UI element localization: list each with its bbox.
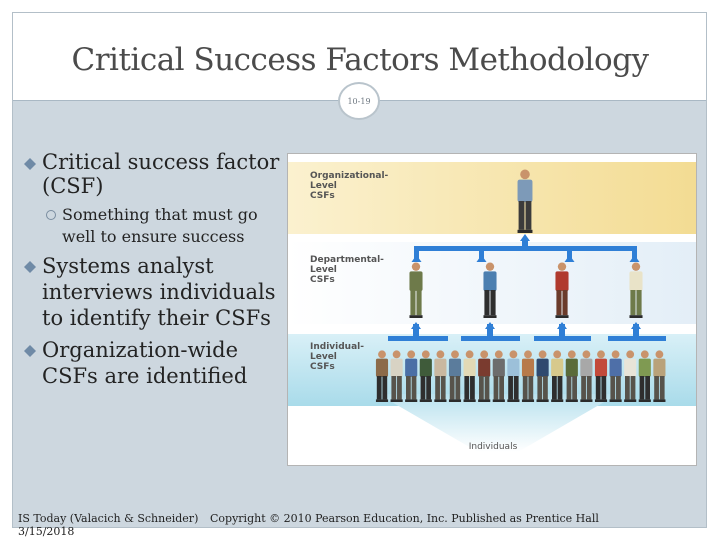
individual-person-7 (478, 350, 491, 402)
individual-person-9 (507, 350, 520, 402)
individual-person-17 (624, 350, 637, 402)
dept-level-person-2 (555, 262, 569, 318)
bullet-csf-line2: (CSF) (42, 174, 104, 198)
footer-source: IS Today (Valacich & Schneider) (18, 512, 199, 525)
bullet-analyst-line1: Systems analyst (42, 254, 214, 278)
footer-copyright: Copyright © 2010 Pearson Education, Inc.… (210, 512, 599, 525)
org-label-line3: CSFs (310, 191, 335, 201)
arrow-stem-dept-1 (487, 324, 493, 338)
arrow-head-up-2 (557, 322, 567, 329)
arrow-drop-top-0 (414, 246, 419, 260)
sub-bullet-line2: well to ensure success (62, 227, 245, 246)
arrow-head-dept-3 (629, 255, 640, 262)
individual-person-5 (448, 350, 462, 402)
individual-person-6 (463, 350, 476, 402)
individual-person-18 (638, 350, 651, 402)
arrow-head-up-0 (411, 322, 421, 329)
individual-person-1 (390, 350, 403, 402)
arrow-head-dept-2 (564, 255, 575, 262)
individual-person-10 (521, 350, 535, 402)
dept-level-person-3 (629, 262, 643, 318)
org-level-person (517, 169, 533, 233)
individuals-fan-shape (378, 394, 618, 452)
arrow-drop-top-2 (567, 246, 572, 260)
individual-person-8 (492, 350, 505, 402)
bullet-csf-line1: Critical success factor (42, 150, 280, 174)
dept-label-line1: Departmental- (310, 255, 384, 265)
individual-person-12 (551, 350, 564, 402)
bullet-diamond-icon (24, 261, 36, 273)
arrow-stem-dept-0 (413, 324, 419, 338)
arrow-head-up-1 (485, 322, 495, 329)
arrow-head-dept-1 (476, 255, 487, 262)
sub-bullet-circle-icon (46, 210, 56, 220)
ind-label-line3: CSFs (310, 362, 335, 372)
ind-label-line1: Individual- (310, 342, 364, 352)
individuals-label: Individuals (468, 442, 518, 452)
org-level-band (288, 162, 696, 234)
bullet-org-line2: CSFs are identified (42, 364, 248, 388)
bullet-analyst-line3: to identify their CSFs (42, 306, 271, 330)
arrow-head-dept-0 (411, 255, 422, 262)
individual-person-19 (653, 350, 666, 402)
bullet-analyst-line2: interviews individuals (42, 280, 276, 304)
individual-level-label: Individual- Level CSFs (310, 342, 364, 372)
arrow-head-top (520, 234, 530, 241)
individual-person-0 (375, 350, 389, 402)
arrow-head-up-3 (631, 322, 641, 329)
individual-person-15 (594, 350, 608, 402)
dept-label-line2: Level (310, 265, 337, 275)
arrow-stem-dept-2 (559, 324, 565, 338)
arrow-bar-top (414, 246, 636, 251)
csf-hierarchy-figure: Organizational- Level CSFs Departmental-… (287, 153, 697, 466)
arrow-drop-top-3 (632, 246, 637, 260)
arrow-bar-ind-3 (608, 336, 666, 341)
arrow-bar-ind-0 (388, 336, 448, 341)
org-level-label: Organizational- Level CSFs (310, 171, 388, 201)
dept-level-label: Departmental- Level CSFs (310, 255, 384, 285)
individual-person-16 (609, 350, 622, 402)
slide-title: Critical Success Factors Methodology (71, 42, 649, 78)
sub-bullet-line1: Something that must go (62, 205, 258, 224)
individual-person-14 (580, 350, 593, 402)
hierarchy-diagram (375, 169, 666, 402)
individual-person-2 (405, 350, 418, 402)
dept-level-person-1 (483, 262, 497, 318)
arrow-bar-ind-2 (534, 336, 591, 341)
org-label-line2: Level (310, 181, 337, 191)
dept-label-line3: CSFs (310, 275, 335, 285)
individual-person-4 (434, 350, 447, 402)
dept-level-person-0 (409, 262, 423, 318)
bullet-org-line1: Organization-wide (42, 338, 239, 362)
arrow-bar-ind-1 (461, 336, 520, 341)
arrow-stem-dept-3 (633, 324, 639, 338)
footer-date: 3/15/2018 (18, 525, 75, 538)
ind-label-line2: Level (310, 352, 337, 362)
bullet-diamond-icon (24, 345, 36, 357)
org-label-line1: Organizational- (310, 171, 389, 181)
individual-person-11 (536, 350, 549, 402)
individual-person-3 (419, 350, 432, 402)
arrow-stem-top (522, 239, 528, 249)
individual-person-13 (565, 350, 578, 402)
slide-number-badge: 10-19 (338, 82, 380, 120)
arrow-drop-top-1 (479, 246, 484, 260)
bullet-diamond-icon (24, 158, 36, 170)
